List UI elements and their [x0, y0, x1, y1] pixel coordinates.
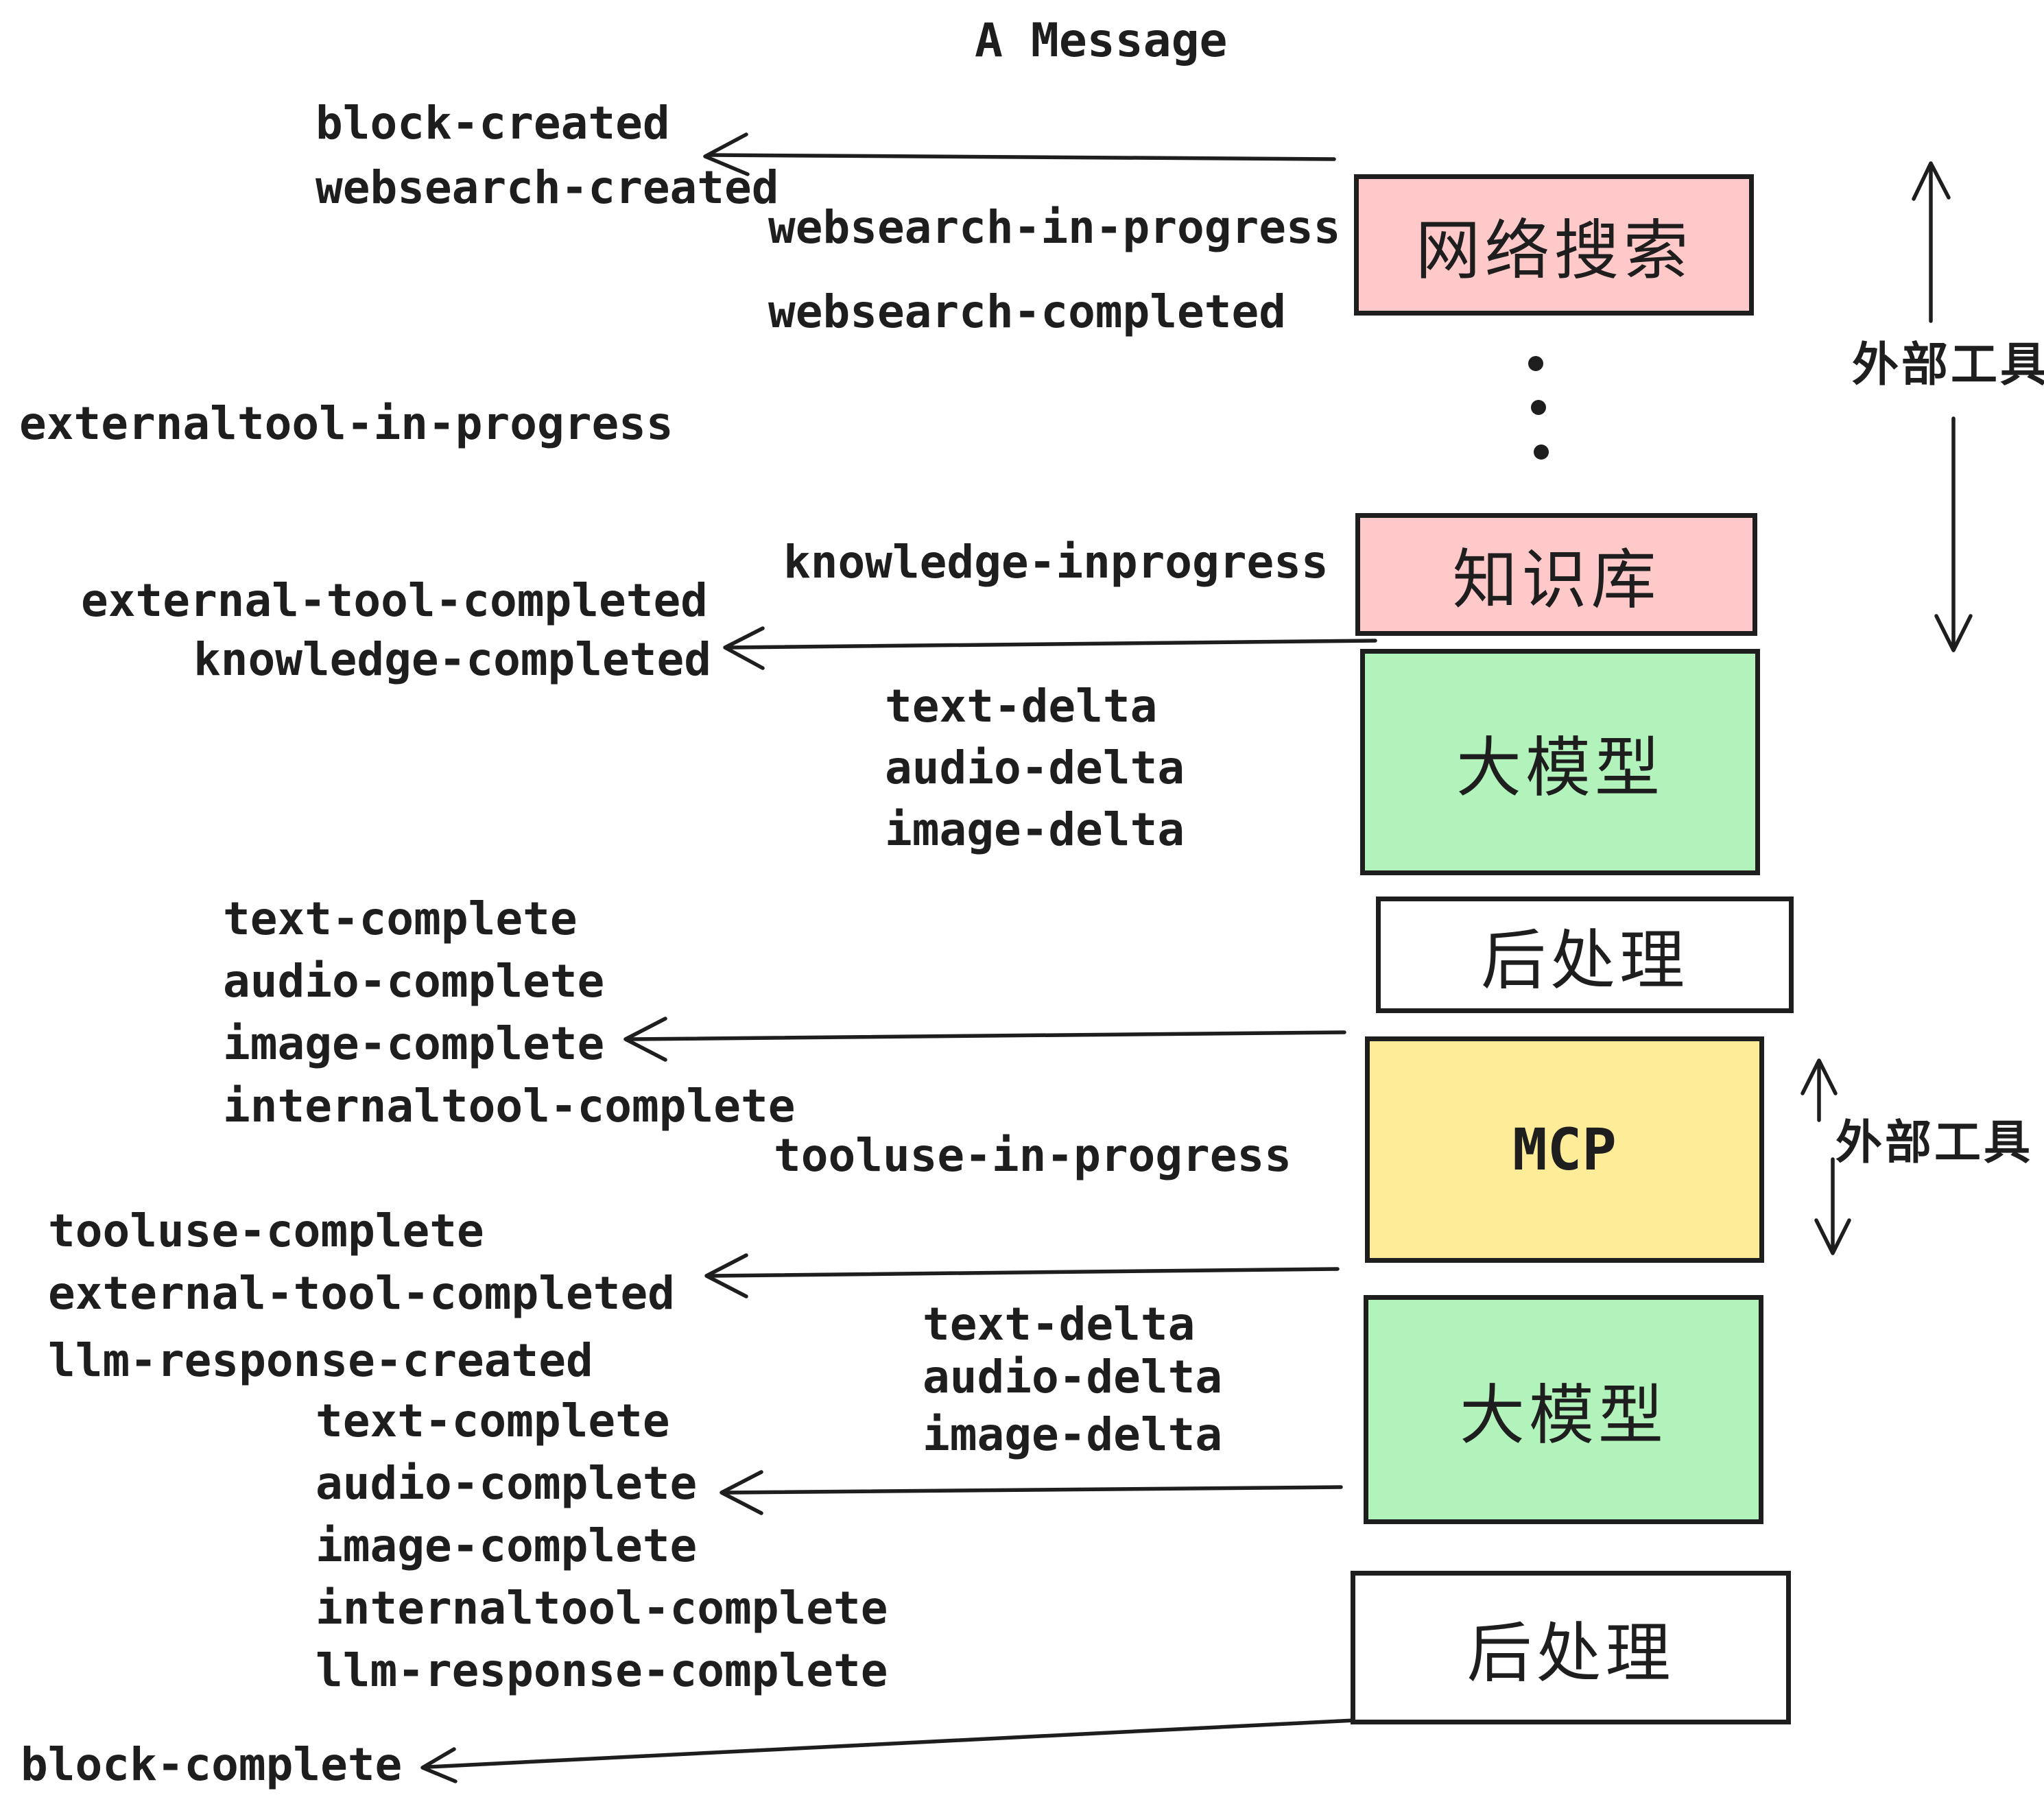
arrow-to-image-complete-icon — [623, 1017, 1346, 1062]
label-internaltool-complete-2: internaltool-complete — [316, 1582, 888, 1635]
box-llm-top-label: 大模型 — [1455, 731, 1664, 805]
label-image-complete-1: image-complete — [223, 1017, 605, 1070]
label-external-tool-completed-2: external-tool-completed — [48, 1267, 675, 1320]
label-image-delta-1: image-delta — [885, 803, 1185, 856]
label-audio-complete-1: audio-complete — [223, 955, 605, 1008]
box-llm-bottom-label: 大模型 — [1459, 1379, 1667, 1452]
diagram-title: A Message — [975, 14, 1228, 68]
label-image-complete-2: image-complete — [316, 1519, 698, 1572]
arrow-to-tooluse-complete-icon — [704, 1253, 1340, 1298]
label-text-complete-2: text-complete — [316, 1394, 670, 1447]
arrow-to-websearch-created-icon — [703, 132, 1336, 176]
label-llm-response-complete: llm-response-complete — [316, 1644, 888, 1697]
box-mcp: MCP — [1365, 1036, 1764, 1263]
arrow-to-audio-complete-icon — [720, 1470, 1343, 1515]
ellipsis-dots-icon — [1528, 356, 1549, 460]
label-tooluse-complete: tooluse-complete — [48, 1204, 484, 1257]
label-knowledge-completed: knowledge-completed — [193, 633, 711, 686]
label-tooluse-in-progress: tooluse-in-progress — [774, 1129, 1292, 1182]
box-postprocess-top: 后处理 — [1376, 897, 1794, 1013]
label-block-created: block-created — [316, 97, 670, 150]
label-websearch-completed: websearch-completed — [768, 285, 1286, 338]
box-mcp-label: MCP — [1512, 1116, 1617, 1183]
label-websearch-created: websearch-created — [316, 161, 779, 214]
label-image-delta-2: image-delta — [923, 1408, 1223, 1461]
external-tools-down-arrow-icon — [1934, 416, 1973, 652]
label-websearch-in-progress: websearch-in-progress — [768, 201, 1341, 254]
label-text-delta-1: text-delta — [885, 680, 1158, 733]
box-websearch-label: 网络搜索 — [1415, 214, 1693, 287]
label-text-complete-1: text-complete — [223, 892, 578, 945]
external-tools-label-top: 外部工具 — [1852, 339, 2044, 391]
box-llm-top: 大模型 — [1360, 649, 1760, 875]
label-block-complete: block-complete — [21, 1738, 403, 1791]
box-knowledge-label: 知识库 — [1452, 544, 1661, 617]
external-tools-up-arrow-2-icon — [1801, 1058, 1838, 1122]
label-audio-delta-1: audio-delta — [885, 741, 1185, 794]
arrow-to-block-complete-icon — [420, 1718, 1357, 1783]
external-tools-label-bottom: 外部工具 — [1835, 1117, 2034, 1169]
label-knowledge-inprogress: knowledge-inprogress — [783, 536, 1329, 589]
box-knowledge: 知识库 — [1355, 513, 1757, 636]
box-postprocess-top-label: 后处理 — [1480, 924, 1689, 997]
label-external-tool-completed-1: external-tool-completed — [81, 574, 708, 627]
label-llm-response-created: llm-response-created — [48, 1334, 593, 1387]
label-audio-complete-2: audio-complete — [316, 1457, 698, 1510]
box-llm-bottom: 大模型 — [1364, 1295, 1763, 1524]
box-websearch: 网络搜索 — [1354, 174, 1754, 316]
external-tools-down-arrow-2-icon — [1814, 1157, 1851, 1255]
label-externaltool-in-progress: externaltool-in-progress — [19, 397, 674, 450]
arrow-to-knowledge-completed-icon — [723, 626, 1377, 670]
box-postprocess-bottom-label: 后处理 — [1466, 1617, 1675, 1690]
label-audio-delta-2: audio-delta — [923, 1351, 1223, 1403]
label-internaltool-complete-1: internaltool-complete — [223, 1080, 796, 1132]
external-tools-up-arrow-icon — [1912, 161, 1951, 323]
label-text-delta-2: text-delta — [923, 1298, 1196, 1351]
box-postprocess-bottom: 后处理 — [1351, 1571, 1791, 1724]
